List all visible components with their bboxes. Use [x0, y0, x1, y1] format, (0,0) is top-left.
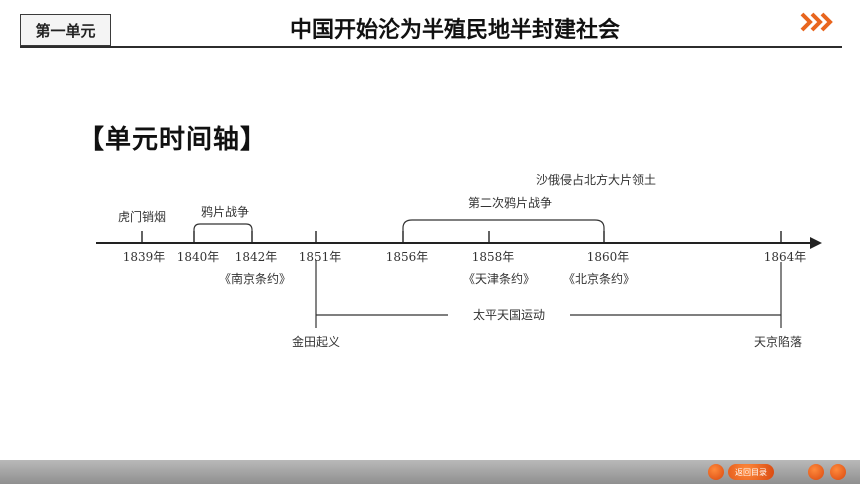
year-label: 1851年 [299, 250, 342, 264]
year-label: 1858年 [472, 250, 515, 264]
year-label: 1842年 [235, 250, 278, 264]
opium-war-label: 鸦片战争 [201, 204, 249, 219]
page-title: 中国开始沦为半殖民地半封建社会 [289, 18, 620, 43]
treaty-tianjin-label: 《天津条约》 [463, 271, 535, 286]
last-page-button[interactable] [830, 464, 846, 480]
year-label: 1840年 [177, 250, 220, 264]
russia-territory-label: 沙俄侵占北方大片领土 [536, 172, 656, 187]
next-page-button[interactable] [808, 464, 824, 480]
return-toc-button[interactable]: 返回目录 [728, 464, 774, 480]
header-divider [20, 46, 842, 48]
section-title: 【单元时间轴】 [78, 125, 268, 155]
second-opium-war-bracket [402, 219, 605, 240]
opium-war-bracket [193, 223, 253, 240]
treaty-nanjing-label: 《南京条约》 [219, 271, 291, 286]
treaty-beijing-label: 《北京条约》 [563, 271, 635, 286]
taiping-start-label: 金田起义 [292, 334, 340, 349]
second-opium-war-label: 第二次鸦片战争 [468, 195, 552, 210]
year-label: 1856年 [386, 250, 429, 264]
year-label: 1860年 [587, 250, 630, 264]
first-page-button[interactable] [708, 464, 724, 480]
year-label: 1839年 [123, 250, 166, 264]
event-humen-label: 虎门销烟 [118, 209, 166, 224]
taiping-end-label: 天京陷落 [754, 334, 802, 349]
unit-badge: 第一单元 [20, 14, 111, 46]
next-page-icon[interactable] [798, 10, 838, 34]
year-label: 1864年 [764, 250, 807, 264]
taiping-movement-label: 太平天国运动 [473, 307, 545, 322]
axis-arrow-icon [810, 237, 822, 249]
tick-marks: 1839年 1840年 1842年 1851年 1856年 1858年 1860年 1864年 [123, 231, 807, 264]
